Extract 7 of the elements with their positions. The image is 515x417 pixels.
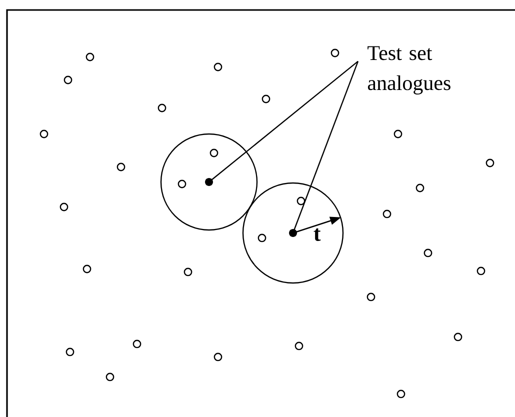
- callout-text: Test set analogues: [368, 46, 450, 94]
- edge-label: t: [314, 228, 321, 241]
- neighborhood-circle: [242, 182, 344, 284]
- neighborhood-circle: [160, 133, 258, 231]
- leader-line: [208, 60, 358, 182]
- center-dot: [289, 229, 297, 237]
- center-dot: [205, 178, 213, 186]
